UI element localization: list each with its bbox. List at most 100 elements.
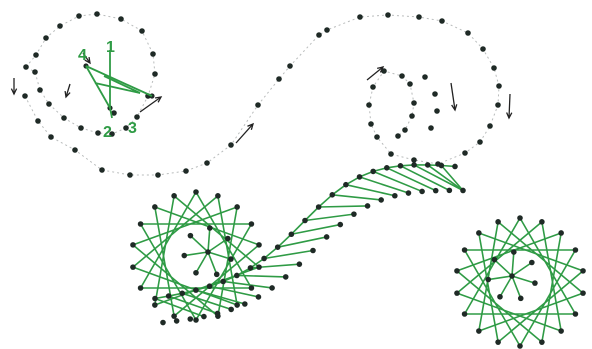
nail-dot bbox=[324, 234, 330, 240]
nail-dot bbox=[532, 280, 538, 286]
right-rosette-star bbox=[457, 218, 583, 346]
nail-dot bbox=[130, 264, 136, 270]
nail-dot bbox=[256, 242, 262, 248]
nail-dot bbox=[411, 157, 417, 163]
nail-dot bbox=[166, 293, 172, 299]
nail-dot bbox=[255, 102, 261, 108]
nail-dot bbox=[454, 268, 460, 274]
nail-dot bbox=[409, 113, 415, 119]
nail-dot bbox=[118, 16, 124, 22]
nail-dot bbox=[225, 236, 231, 242]
nail-dot bbox=[228, 307, 234, 313]
nail-dot bbox=[234, 273, 240, 279]
nail-dot bbox=[351, 211, 357, 217]
nail-dot bbox=[275, 244, 281, 250]
nail-dot bbox=[407, 81, 413, 87]
nail-dot bbox=[179, 291, 185, 297]
nail-dot bbox=[256, 264, 262, 270]
nail-dot bbox=[287, 63, 293, 69]
nail-dot bbox=[152, 71, 158, 77]
nail-dot bbox=[95, 130, 101, 136]
nail-dot bbox=[406, 190, 412, 196]
nail-dot bbox=[365, 203, 371, 209]
nail-dot bbox=[433, 188, 439, 194]
nail-dot bbox=[33, 52, 39, 58]
nail-dot bbox=[183, 168, 189, 174]
nail-dot bbox=[419, 189, 425, 195]
nail-dot bbox=[193, 270, 199, 276]
nail-dot bbox=[276, 76, 282, 82]
nail-dot bbox=[492, 257, 498, 263]
nail-dot bbox=[462, 247, 468, 253]
guide-path bbox=[25, 14, 499, 175]
nail-dot bbox=[234, 204, 240, 210]
nail-dot bbox=[316, 204, 322, 210]
nail-dot bbox=[193, 287, 199, 293]
nail-dot bbox=[388, 151, 394, 157]
nail-dot bbox=[138, 285, 144, 291]
nail-dot bbox=[416, 14, 422, 20]
nail-dot bbox=[150, 51, 156, 57]
nail-dot bbox=[558, 328, 564, 334]
nail-dot bbox=[242, 301, 248, 307]
nail-dot bbox=[558, 230, 564, 236]
nail-dot bbox=[207, 283, 213, 289]
nail-dot bbox=[193, 317, 199, 323]
nail-dot bbox=[188, 233, 194, 239]
nail-dot bbox=[529, 260, 535, 266]
nail-dot bbox=[580, 290, 586, 296]
nail-dot bbox=[171, 193, 177, 199]
nail-dot bbox=[422, 74, 428, 80]
nail-dot bbox=[256, 294, 262, 300]
guide-s-curve bbox=[25, 15, 499, 175]
nail-dot bbox=[152, 302, 158, 308]
nail-dot bbox=[509, 273, 515, 279]
step-label-4: 4 bbox=[78, 47, 87, 64]
nail-dot bbox=[76, 13, 82, 19]
step-label-3: 3 bbox=[128, 120, 137, 137]
direction-arrow-icon bbox=[65, 84, 70, 97]
nail-dot bbox=[152, 296, 158, 302]
nail-dot bbox=[48, 134, 54, 140]
nail-dot bbox=[411, 100, 417, 106]
nail-dots bbox=[22, 11, 586, 349]
nail-dot bbox=[495, 339, 501, 345]
nail-dot bbox=[439, 18, 445, 24]
nail-dot bbox=[539, 219, 545, 225]
nail-dot bbox=[439, 163, 445, 169]
example-stitch bbox=[86, 50, 152, 118]
nail-dot bbox=[57, 23, 63, 29]
nail-dot bbox=[370, 169, 376, 175]
nail-dot bbox=[324, 27, 330, 33]
nail-dot bbox=[228, 256, 234, 262]
nail-dot bbox=[496, 83, 502, 89]
nail-dot bbox=[580, 268, 586, 274]
nail-dot bbox=[395, 133, 401, 139]
nail-dot bbox=[127, 172, 133, 178]
nail-dot bbox=[368, 121, 374, 127]
nail-dot bbox=[480, 46, 486, 52]
nail-dot bbox=[495, 102, 501, 108]
nail-dot bbox=[460, 188, 466, 194]
nail-dot bbox=[94, 11, 100, 17]
nail-dot bbox=[297, 261, 303, 267]
nail-dot bbox=[283, 274, 289, 280]
nail-dot bbox=[193, 189, 199, 195]
nail-dot bbox=[517, 215, 523, 221]
nail-dot bbox=[234, 302, 240, 308]
nail-dot bbox=[477, 139, 483, 145]
nail-dot bbox=[248, 265, 254, 271]
nail-dot bbox=[487, 123, 493, 129]
nail-dot bbox=[289, 231, 295, 237]
nail-dot bbox=[385, 12, 391, 18]
nail-dot bbox=[152, 204, 158, 210]
nail-dot bbox=[476, 328, 482, 334]
nail-dot bbox=[269, 285, 275, 291]
nail-dot bbox=[378, 197, 384, 203]
nail-dot bbox=[204, 160, 210, 166]
nail-dot bbox=[573, 247, 579, 253]
nail-dot bbox=[357, 14, 363, 20]
nail-dot bbox=[214, 272, 220, 278]
nail-dot bbox=[462, 150, 468, 156]
